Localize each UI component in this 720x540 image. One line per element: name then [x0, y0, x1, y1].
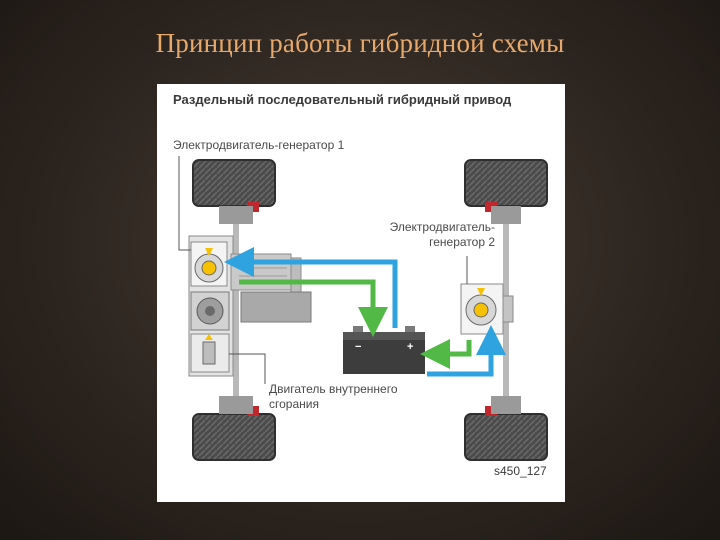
leader-lines — [178, 156, 468, 384]
figure-id: s450_127 — [494, 464, 547, 478]
energy-flows — [224, 247, 506, 377]
label-motor-generator-1: Электродвигатель-генератор 1 — [173, 138, 345, 152]
flow-mg2-to-battery — [420, 339, 472, 369]
gearbox — [190, 291, 230, 331]
battery: − + — [343, 326, 425, 374]
combustion-engine — [190, 333, 230, 373]
battery-minus-sign: − — [355, 341, 361, 353]
label-motor-generator-2: Электродвигатель-генератор 2 — [389, 220, 495, 249]
wheel-rear-right — [464, 396, 548, 461]
wheel-front-left — [192, 159, 276, 224]
leader-mg1 — [178, 156, 191, 251]
slide-title: Принцип работы гибридной схемы — [155, 28, 565, 58]
diagram-heading: Раздельный последовательный гибридный пр… — [173, 92, 512, 107]
diagram-panel: − + Раздельный последовательный гибридны… — [157, 84, 565, 502]
drivetrain-diagram: − + — [178, 156, 548, 461]
flow-mg1-to-battery — [239, 279, 388, 337]
battery-plus-sign: + — [407, 341, 413, 353]
wheel-rear-left — [192, 396, 276, 461]
wheel-front-right — [464, 159, 548, 224]
flow-battery-to-mg2 — [427, 325, 506, 377]
flow-battery-to-mg1 — [224, 247, 398, 328]
label-combustion-engine: Двигатель внутреннего сгорания — [269, 382, 398, 411]
motor-generator-1 — [190, 241, 228, 287]
leader-ice — [229, 353, 266, 384]
